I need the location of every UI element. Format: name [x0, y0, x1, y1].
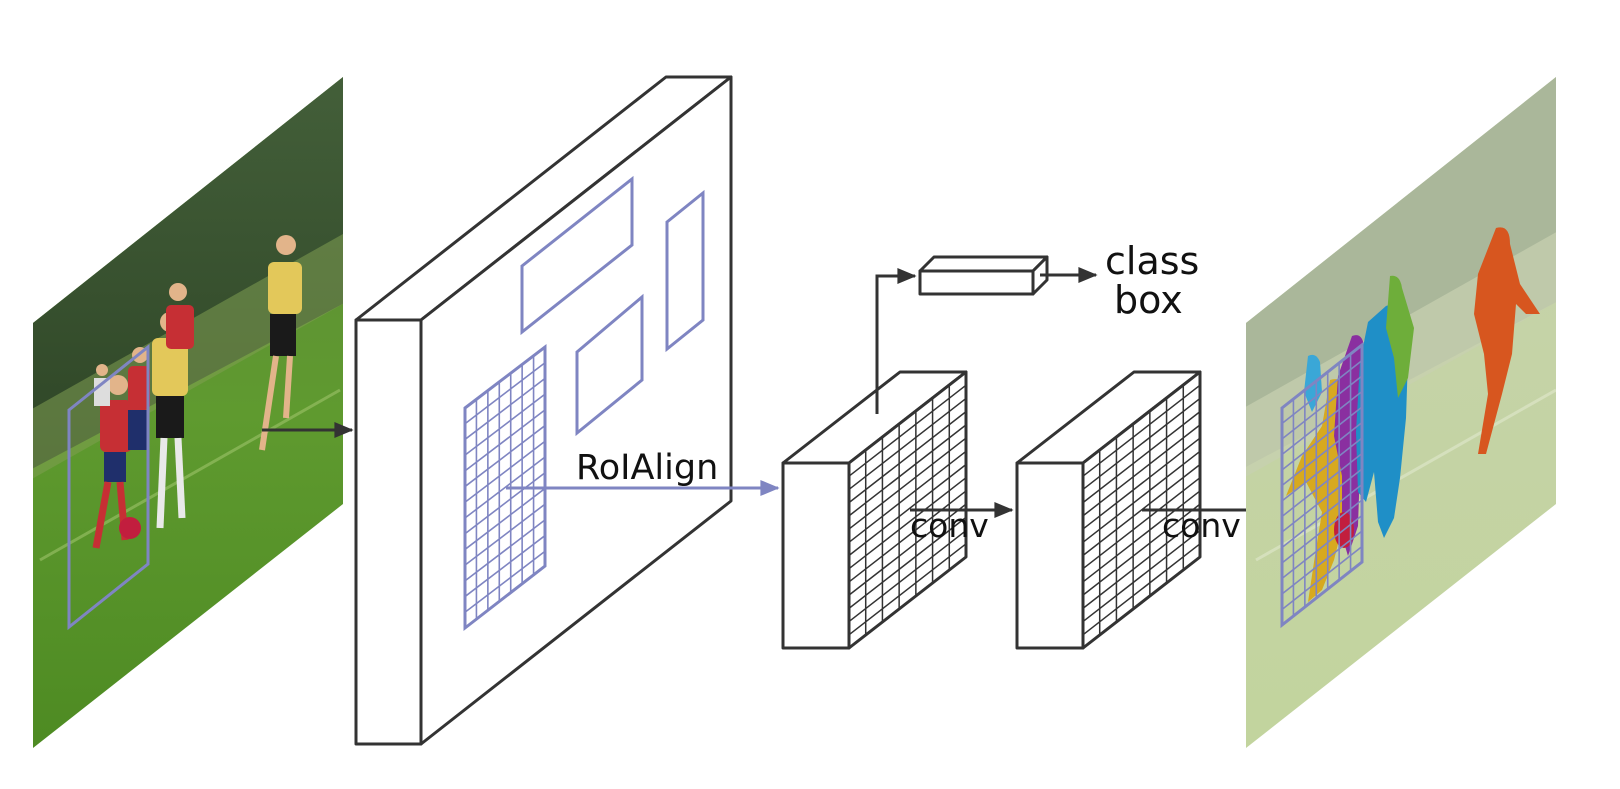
block1-grid-line: [848, 450, 967, 543]
block2-grid-line: [1082, 450, 1201, 543]
block2-grid-line: [1082, 529, 1201, 623]
output-grid-line: [1281, 406, 1363, 471]
roi-grid-line: [464, 550, 546, 613]
roi-align-grid: [463, 343, 547, 632]
block1-grid-line: [848, 411, 967, 504]
output-grid-line: [1281, 468, 1363, 533]
output-grid-line: [1281, 390, 1363, 456]
mask-person-green: [1386, 275, 1414, 398]
roi-grid-line: [464, 534, 546, 598]
classifier-fc-box: [918, 255, 1049, 296]
roi-grid-line: [464, 472, 546, 535]
player-red-far: [166, 283, 194, 349]
player-yellow-right: [259, 235, 302, 451]
block2-grid-line: [1082, 424, 1201, 517]
block2-grid-line: [1082, 477, 1201, 570]
block1-grid-line: [848, 384, 967, 477]
block2-grid-line: [1082, 543, 1201, 636]
block1-grid-line: [848, 543, 967, 636]
roi-grid-line: [464, 393, 546, 456]
roi-grid-line: [464, 377, 546, 441]
output-grid-line: [1281, 437, 1363, 502]
backbone-front-face: [354, 318, 423, 746]
proposal-box-1: [520, 175, 634, 336]
mask-person-purple: [1334, 335, 1364, 556]
block1-grid-line: [848, 424, 967, 517]
output-grid-line: [1281, 483, 1363, 549]
branch-arrow-to-classifier: [875, 268, 917, 414]
output-roi-grid: [1280, 341, 1364, 629]
block1-grid-line: [848, 437, 967, 530]
head-feature-block-1: [781, 370, 968, 650]
output-grid-line: [1281, 514, 1363, 580]
output-grid-line: [1281, 359, 1363, 425]
input-roi-box: [67, 343, 150, 631]
proposal-box-3: [575, 293, 644, 437]
mask-person-orange: [1474, 227, 1540, 454]
input-image: [33, 77, 343, 748]
roi-grid-line: [464, 424, 546, 488]
output-grid-line: [1281, 375, 1363, 440]
block1-grid-line: [848, 516, 967, 609]
box-label: box: [1114, 278, 1183, 322]
block2-grid-line: [1082, 503, 1201, 596]
output-image: [1246, 77, 1556, 748]
roi-grid-line: [464, 503, 546, 566]
proposal-box-2: [665, 189, 705, 353]
block2-grid-line: [1082, 463, 1201, 557]
roialign-label: RoIAlign: [576, 448, 718, 488]
block2-grid-line: [1082, 437, 1201, 530]
roi-grid-line: [464, 487, 546, 551]
block2-grid-line: [1082, 490, 1201, 583]
conv-label-1: conv: [910, 506, 989, 545]
block1-grid-line: [848, 397, 967, 491]
output-grid-line: [1281, 499, 1363, 564]
block1-grid-line: [848, 463, 967, 557]
conv-label-2: conv: [1162, 506, 1241, 545]
block1-grid-line: [848, 529, 967, 623]
block1-grid-line: [848, 477, 967, 570]
roi-grid-line: [464, 440, 546, 503]
block1-grid-line: [848, 490, 967, 583]
backbone-feature-map: [354, 75, 733, 746]
player-yellow-center: [152, 312, 188, 529]
roi-grid-line: [464, 456, 546, 519]
block1-grid-line: [848, 503, 967, 596]
player-red-7: [92, 375, 141, 549]
class-label: class: [1105, 239, 1199, 283]
roi-grid-line: [464, 409, 546, 472]
block2-grid-line: [1082, 516, 1201, 609]
roi-grid-line: [464, 362, 546, 425]
output-grid-line: [1281, 530, 1363, 595]
block2-grid-line: [1082, 384, 1201, 477]
head-feature-block-2: [1015, 370, 1202, 650]
block2-grid-line: [1082, 397, 1201, 491]
output-grid-line: [1281, 545, 1363, 611]
block2-grid-line: [1082, 411, 1201, 504]
output-grid-line: [1281, 421, 1363, 487]
output-grid-line: [1281, 452, 1363, 518]
roi-grid-line: [464, 519, 546, 582]
